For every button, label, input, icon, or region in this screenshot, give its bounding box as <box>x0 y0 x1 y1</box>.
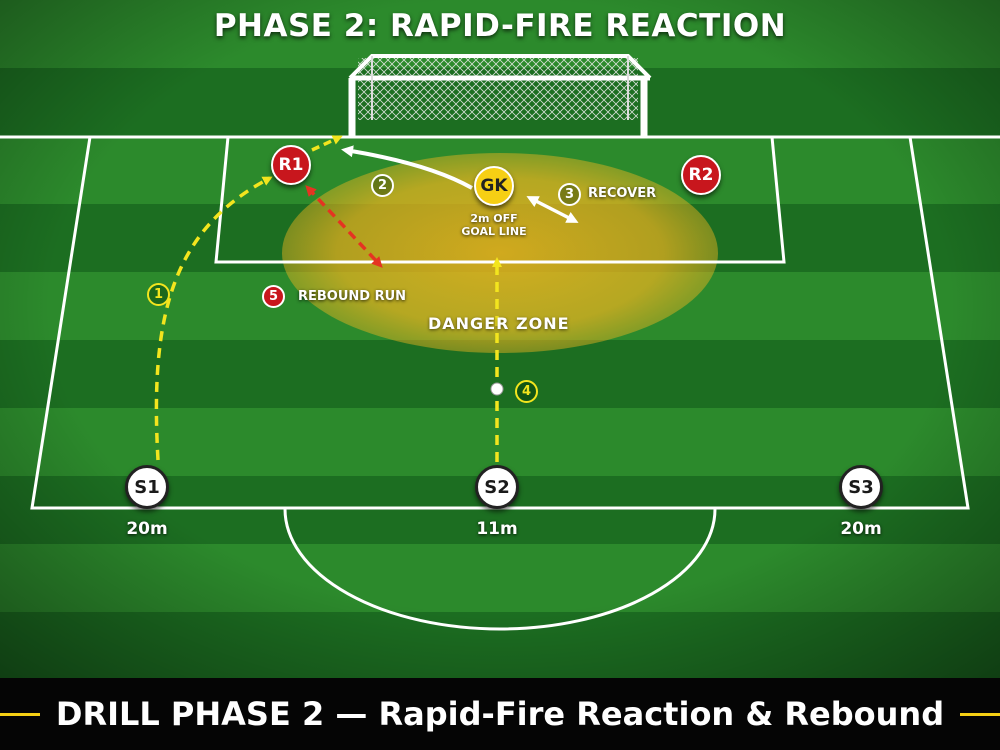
distance-s1: 20m <box>126 519 168 539</box>
recover-label: RECOVER <box>588 186 657 201</box>
step-1-badge: 1 <box>147 283 170 306</box>
path-step-2 <box>341 145 473 190</box>
rebounder-r2: R2 <box>681 155 721 195</box>
goal-net-icon <box>348 54 652 137</box>
gk-note-line2: GOAL LINE <box>461 225 527 238</box>
ball-icon <box>490 382 504 396</box>
footer-accent-left <box>0 712 40 716</box>
path-step-5 <box>305 185 383 268</box>
step-5-badge: 5 <box>262 285 285 308</box>
rebound-run-label: REBOUND RUN <box>298 289 407 304</box>
footer-title: DRILL PHASE 2 — Rapid-Fire Reaction & Re… <box>55 695 945 733</box>
danger-zone <box>282 153 718 353</box>
footer-accent-right <box>960 712 1000 716</box>
path-step-3 <box>526 196 579 223</box>
step-4-badge: 4 <box>515 380 538 403</box>
distance-s3: 20m <box>840 519 882 539</box>
rebounder-r1: R1 <box>271 145 311 185</box>
distance-s2: 11m <box>476 519 518 539</box>
pass-r1-to-goal <box>311 135 343 152</box>
shooter-s3: S3 <box>839 465 883 509</box>
gk-note-line1: 2m OFF <box>470 212 518 225</box>
footer-banner: DRILL PHASE 2 — Rapid-Fire Reaction & Re… <box>0 678 1000 750</box>
page-title: PHASE 2: RAPID-FIRE REACTION <box>213 8 787 44</box>
step-3-badge: 3 <box>558 183 581 206</box>
gk-position-note: 2m OFF GOAL LINE <box>439 212 549 238</box>
path-step-1 <box>154 176 273 461</box>
step-2-badge: 2 <box>371 174 394 197</box>
danger-zone-label: DANGER ZONE <box>428 314 570 333</box>
goalkeeper: GK <box>474 166 514 206</box>
shooter-s1: S1 <box>125 465 169 509</box>
shooter-s2: S2 <box>475 465 519 509</box>
